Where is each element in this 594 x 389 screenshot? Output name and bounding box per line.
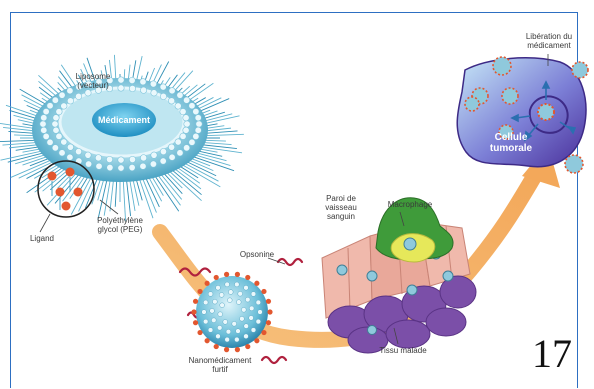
drug-release-label: Libération du médicament — [516, 32, 582, 50]
medicament-label: Médicament — [86, 115, 162, 125]
liposome-label: Liposome (vecteur) — [58, 72, 128, 90]
macrophage-label: Macrophage — [380, 200, 440, 209]
peg-label: Polyéthylène glycol (PEG) — [88, 216, 152, 234]
diseased-tissue-label: Tissu malade — [372, 346, 434, 355]
vessel-wall-label: Paroi de vaisseau sanguin — [316, 194, 366, 221]
nanomedicament-label: Nanomédicament furtif — [184, 356, 256, 374]
opsonine-label: Opsonine — [232, 250, 282, 259]
ligand-label: Ligand — [22, 234, 62, 243]
page-number: 17 — [532, 332, 572, 376]
tumor-cell-label: Cellule tumorale — [476, 132, 546, 154]
